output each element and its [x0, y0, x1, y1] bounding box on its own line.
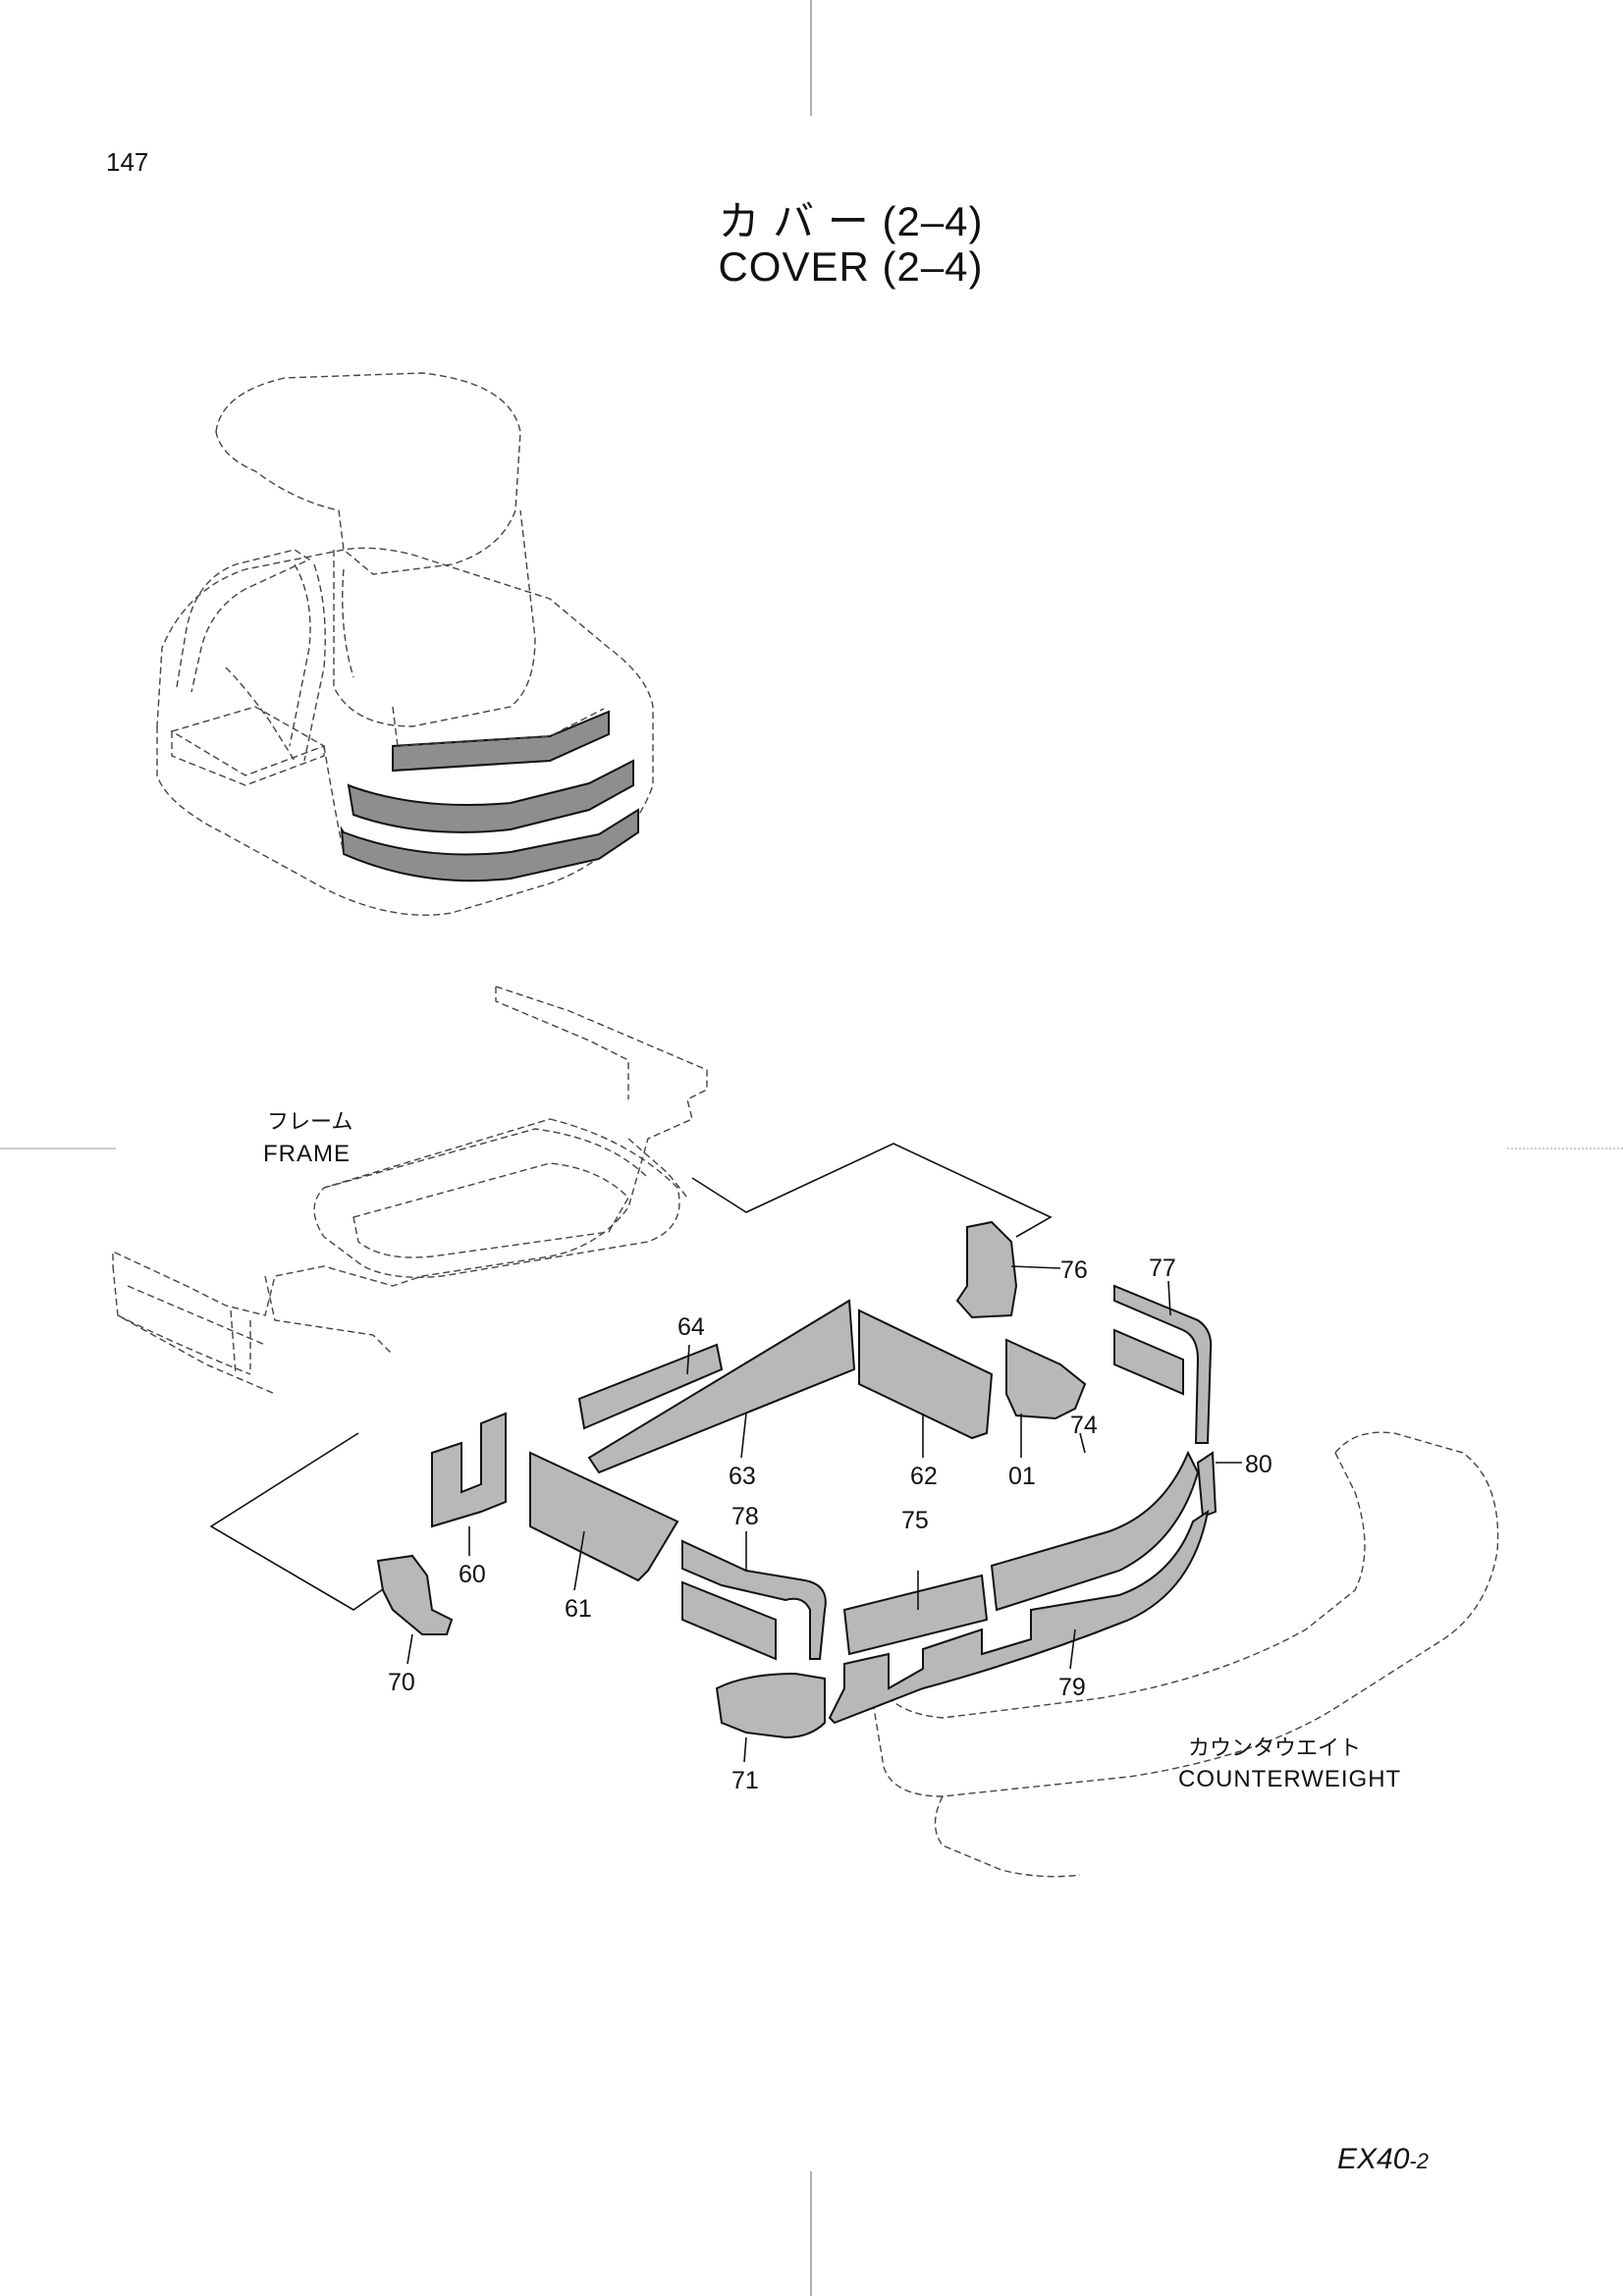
- frame-outline: [112, 986, 708, 1395]
- title-english: COVER (2–4): [718, 243, 984, 290]
- frame-label-en: FRAME: [263, 1141, 351, 1167]
- callout-74: 74: [1070, 1412, 1098, 1439]
- counterweight-outline: [873, 1431, 1499, 1878]
- callout-leaders: [406, 1265, 1242, 1763]
- part-78-lower: [681, 1580, 777, 1661]
- model-name: EX40: [1337, 2143, 1410, 2175]
- part-71: [955, 1220, 1018, 1319]
- model-suffix: -2: [1409, 2149, 1429, 2173]
- callout-75: 75: [901, 1507, 929, 1534]
- callout-01: 01: [1008, 1463, 1036, 1490]
- part-61: [529, 1451, 679, 1582]
- counterweight-label-jp: カウンタウエイト: [1188, 1736, 1361, 1761]
- callout-77: 77: [1149, 1255, 1176, 1282]
- callout-76: 79: [1058, 1674, 1086, 1701]
- part-64: [577, 1343, 724, 1430]
- callout-70: 70: [388, 1669, 415, 1696]
- part-79: [715, 1672, 826, 1739]
- callout-62: 62: [910, 1463, 938, 1490]
- page-number: 147: [106, 147, 149, 177]
- part-63: [587, 1299, 856, 1474]
- counterweight-label-en: COUNTERWEIGHT: [1178, 1766, 1401, 1792]
- part-01: [1005, 1338, 1087, 1420]
- callout-63: 63: [729, 1463, 756, 1490]
- component-labels: フレーム FRAME カウンタウエイト COUNTERWEIGHT: [263, 1110, 1401, 1792]
- callout-80: 80: [1245, 1451, 1272, 1478]
- part-75: [842, 1574, 989, 1656]
- callout-64: 64: [677, 1313, 705, 1341]
- title-japanese: カ バ ー (2–4): [718, 198, 984, 244]
- callout-61: 61: [565, 1595, 592, 1623]
- model-code: EX40-2: [1337, 2143, 1429, 2176]
- callout-71: 76: [1060, 1256, 1088, 1284]
- part-80: [1196, 1451, 1217, 1519]
- part-70: [376, 1554, 454, 1635]
- machine-overview: [156, 372, 654, 916]
- part-62: [858, 1308, 994, 1440]
- part-78-upper: [681, 1539, 827, 1660]
- frame-label-jp: フレーム: [267, 1110, 352, 1135]
- part-77-upper: [1113, 1284, 1213, 1444]
- callout-78: 78: [731, 1503, 759, 1530]
- callout-79: 71: [731, 1767, 759, 1794]
- assembly-lines: [209, 1143, 1053, 1611]
- part-76: [828, 1509, 1210, 1725]
- part-77-lower: [1113, 1328, 1184, 1396]
- part-60: [431, 1412, 507, 1528]
- callouts: 76 77 80 64 63 62 01 74 60 61 78 75 79 7…: [388, 1255, 1272, 1794]
- callout-60: 60: [459, 1561, 486, 1588]
